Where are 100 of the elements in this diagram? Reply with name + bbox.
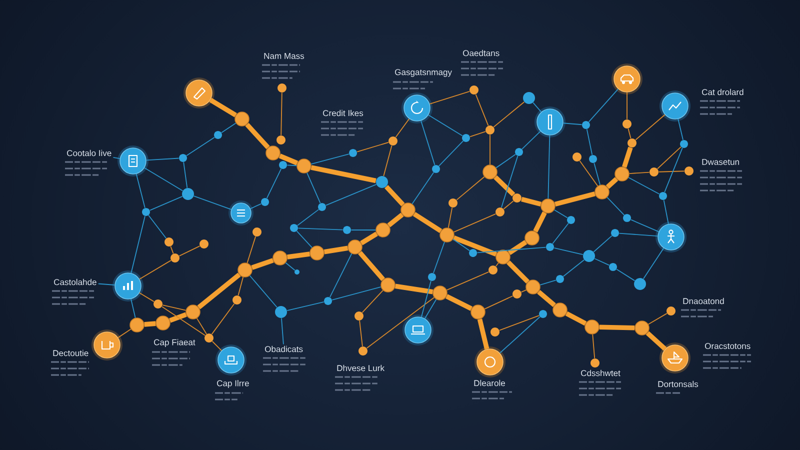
node-dot bbox=[488, 266, 498, 274]
heading: Cap Fiaeat bbox=[154, 339, 196, 347]
thick-path bbox=[606, 177, 618, 189]
connector-line bbox=[616, 268, 636, 282]
thick-path bbox=[646, 331, 667, 351]
node-dot bbox=[428, 273, 436, 281]
circle-node bbox=[228, 200, 254, 226]
connector-line bbox=[249, 275, 278, 308]
leader-line bbox=[281, 318, 284, 345]
connector-line bbox=[500, 156, 518, 208]
connector-line bbox=[366, 296, 435, 349]
connector-line bbox=[429, 90, 470, 104]
connector-line bbox=[657, 146, 682, 170]
connector-line bbox=[658, 170, 685, 172]
node-dot bbox=[186, 304, 200, 320]
connector-line bbox=[495, 262, 499, 267]
thick-path bbox=[387, 212, 404, 228]
connector-line bbox=[554, 248, 584, 256]
connector-line bbox=[148, 214, 167, 239]
heading: Oaedtans bbox=[463, 50, 500, 56]
connector-line bbox=[499, 315, 540, 331]
node-dot bbox=[272, 250, 288, 266]
connector-line bbox=[356, 142, 389, 152]
node-dot bbox=[440, 228, 454, 242]
connector-line bbox=[630, 219, 660, 232]
node-dot bbox=[462, 134, 470, 142]
connector-line bbox=[503, 200, 514, 210]
thick-path bbox=[477, 318, 490, 350]
connector-line bbox=[238, 276, 244, 296]
connector-line bbox=[446, 271, 490, 291]
connector-line bbox=[130, 298, 136, 318]
node-dot bbox=[512, 290, 522, 298]
thick-path bbox=[360, 232, 378, 246]
connector-line bbox=[178, 246, 200, 256]
connector-line bbox=[362, 290, 384, 313]
heading: Cap Ilrre bbox=[217, 380, 249, 388]
node-dot bbox=[400, 202, 416, 218]
connector-line bbox=[196, 318, 207, 334]
connector-line bbox=[562, 122, 582, 126]
heading: Cootalo Iive bbox=[67, 150, 112, 156]
node-dot bbox=[232, 296, 242, 304]
heading: Dnaoatond bbox=[683, 298, 724, 304]
connector-line bbox=[628, 172, 650, 174]
thick-path bbox=[310, 165, 376, 184]
heading: Obadicats bbox=[265, 346, 303, 352]
heading: Gasgatsnmagy bbox=[395, 69, 452, 77]
node-dot bbox=[349, 149, 357, 157]
thick-path bbox=[506, 260, 530, 284]
connector-line bbox=[246, 236, 256, 264]
thick-path bbox=[144, 321, 156, 327]
node-dot bbox=[611, 229, 619, 237]
connector-line bbox=[548, 134, 550, 200]
node-dot bbox=[628, 138, 636, 148]
thick-path bbox=[278, 154, 298, 166]
connector-line bbox=[212, 340, 222, 351]
connector-line bbox=[286, 302, 324, 312]
connector-line bbox=[359, 320, 363, 347]
connector-line bbox=[118, 328, 132, 338]
node-dot bbox=[539, 310, 547, 318]
circle-node bbox=[612, 64, 642, 94]
node-dot bbox=[469, 249, 477, 257]
circle-node bbox=[402, 314, 434, 346]
connector-line bbox=[139, 260, 172, 280]
heading: Dlearole bbox=[474, 380, 505, 386]
connector-line bbox=[329, 253, 352, 298]
thick-path bbox=[169, 312, 187, 323]
connector-line bbox=[395, 118, 410, 138]
node-dot bbox=[650, 168, 658, 176]
node-dot bbox=[275, 306, 287, 318]
node-dot bbox=[614, 166, 630, 182]
connector-line bbox=[593, 235, 612, 252]
node-dot bbox=[290, 224, 298, 232]
node-dot bbox=[182, 188, 194, 200]
heading: Cdsshwtet bbox=[581, 370, 620, 376]
thick-path bbox=[537, 290, 556, 308]
node-dot bbox=[164, 238, 174, 246]
connector-line bbox=[306, 172, 321, 204]
node-dot bbox=[590, 358, 600, 368]
thick-path bbox=[412, 212, 442, 234]
connector-line bbox=[540, 280, 556, 286]
connector-line bbox=[552, 222, 569, 244]
connector-line bbox=[562, 259, 585, 277]
circle-node bbox=[660, 90, 690, 122]
node-dot bbox=[659, 192, 667, 200]
node-dot bbox=[634, 320, 650, 336]
thick-path bbox=[554, 192, 596, 206]
heading: Dwasetun bbox=[702, 159, 739, 165]
node-dot bbox=[470, 304, 486, 320]
circle-node bbox=[660, 342, 690, 374]
connector-line bbox=[296, 230, 312, 248]
node-dot bbox=[376, 176, 388, 188]
connector-line bbox=[162, 306, 206, 336]
node-dot bbox=[634, 278, 646, 290]
thick-path bbox=[358, 251, 385, 281]
node-dot bbox=[496, 250, 510, 264]
node-dot bbox=[358, 346, 368, 356]
node-dot bbox=[130, 318, 144, 332]
node-dot bbox=[376, 222, 390, 238]
node-dot bbox=[572, 152, 582, 162]
node-dot bbox=[583, 250, 595, 262]
